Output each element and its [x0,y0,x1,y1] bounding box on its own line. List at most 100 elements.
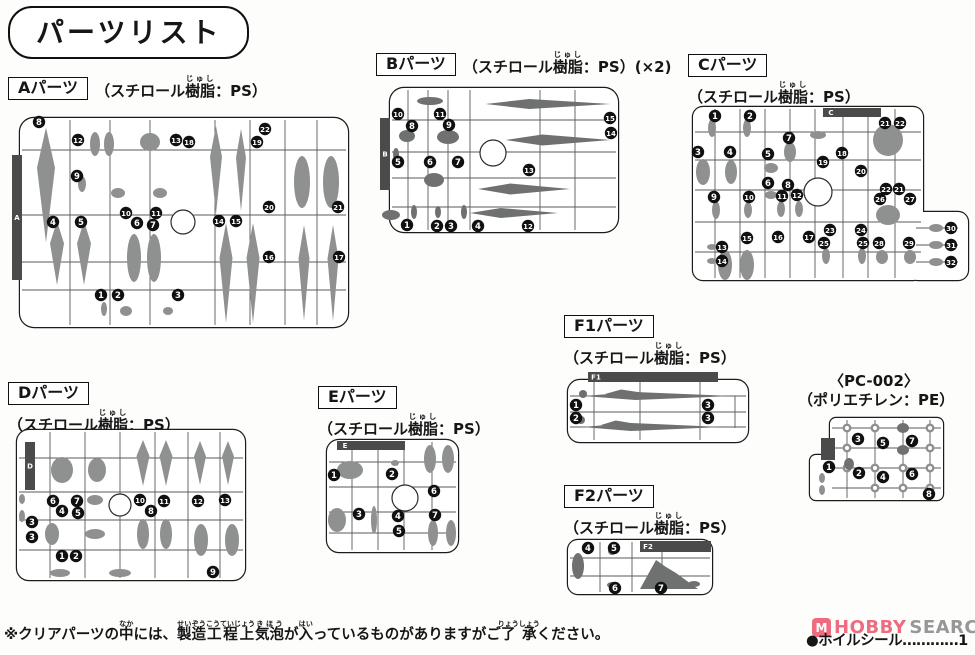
svg-text:6: 6 [134,219,140,229]
part-number-marker: 3 [25,515,39,529]
svg-text:5: 5 [395,158,401,168]
svg-text:9: 9 [74,172,80,182]
svg-text:10: 10 [744,194,754,202]
part-number-marker: 7 [782,131,796,145]
part-number-marker: 6 [130,216,144,230]
svg-text:4: 4 [59,507,65,517]
svg-text:10: 10 [393,111,403,119]
part-number-marker: 5 [391,155,405,169]
svg-text:5: 5 [880,439,886,449]
part-number-marker: 28 [872,236,886,250]
part-number-marker: 9 [442,118,456,132]
svg-text:D: D [27,463,33,471]
section-f1-label: F1パーツ [564,315,654,338]
svg-text:3: 3 [705,401,711,411]
svg-text:12: 12 [73,137,83,145]
svg-text:1: 1 [331,471,337,481]
svg-text:7: 7 [432,511,438,521]
section-a-label: Aパーツ [8,77,89,101]
svg-text:1: 1 [59,552,65,562]
svg-text:4: 4 [585,544,591,554]
svg-text:9: 9 [711,193,717,203]
part-number-marker: 3 [851,432,865,446]
section-f2-label: F2パーツ [564,485,654,508]
svg-text:30: 30 [946,225,956,233]
svg-text:4: 4 [395,512,401,522]
section-header-f1: F1パーツ （スチロール樹脂じゅし：PS） [564,315,736,367]
part-number-marker: 22 [258,122,272,136]
part-number-marker: 20 [854,164,868,178]
svg-text:29: 29 [904,240,914,248]
page-title: パーツリスト [8,6,250,59]
svg-text:14: 14 [606,130,616,138]
part-number-marker: 32 [944,255,958,269]
part-number-marker: 7 [428,508,442,522]
svg-text:3: 3 [29,533,35,543]
part-number-marker: 1 [94,288,108,302]
svg-text:1: 1 [826,463,832,473]
section-a-material: （スチロール樹脂じゅし：PS） [95,74,267,100]
svg-text:22: 22 [881,186,891,194]
svg-text:6: 6 [50,497,56,507]
part-number-marker: 8 [922,487,936,501]
part-number-marker: 9 [70,169,84,183]
svg-text:20: 20 [264,204,274,212]
svg-text:7: 7 [150,221,156,231]
part-number-marker: 1 [569,398,583,412]
part-number-marker: 1 [822,460,836,474]
svg-text:3: 3 [175,291,181,301]
svg-text:4: 4 [50,218,56,228]
part-number-marker: 29 [902,236,916,250]
svg-text:7: 7 [74,497,80,507]
svg-text:14: 14 [717,258,727,266]
svg-text:6: 6 [909,470,915,480]
svg-text:26: 26 [875,196,885,204]
part-number-marker: 10 [742,190,756,204]
svg-text:9: 9 [446,121,452,131]
section-e-material: （スチロール樹脂じゅし：PS） [318,412,490,438]
svg-text:5: 5 [78,218,84,228]
svg-text:5: 5 [75,509,81,519]
part-number-marker: 6 [427,484,441,498]
svg-text:22: 22 [895,120,905,128]
section-d-label: Dパーツ [8,382,89,405]
svg-text:2: 2 [389,470,395,480]
part-number-marker: 7 [146,218,160,232]
part-number-marker: 14 [715,254,729,268]
runner-e-letter-tab [337,441,405,450]
svg-text:3: 3 [705,414,711,424]
svg-text:8: 8 [148,507,154,517]
svg-text:9: 9 [210,568,216,578]
part-number-marker: 15 [603,111,617,125]
part-number-marker: 26 [873,192,887,206]
svg-text:13: 13 [717,244,727,252]
svg-text:1: 1 [98,291,104,301]
part-number-marker: 10 [391,107,405,121]
part-number-marker: 6 [761,176,775,190]
svg-text:3: 3 [29,518,35,528]
section-header-e: Eパーツ （スチロール樹脂じゅし：PS） [318,386,490,438]
svg-text:13: 13 [171,137,181,145]
runner-f2-letter-tab [640,541,711,552]
section-header-a: Aパーツ （スチロール樹脂じゅし：PS） [8,74,267,101]
svg-text:F2: F2 [643,543,653,551]
svg-text:E: E [343,442,348,450]
part-number-marker: 25 [856,236,870,250]
part-number-marker: 31 [944,238,958,252]
part-number-marker: 12 [790,188,804,202]
part-number-marker: 27 [903,192,917,206]
svg-text:8: 8 [36,118,42,128]
svg-text:19: 19 [252,139,262,147]
part-number-marker: 4 [581,541,595,555]
part-number-marker: 2 [743,109,757,123]
svg-text:5: 5 [765,150,771,160]
svg-text:7: 7 [455,158,461,168]
svg-text:15: 15 [742,235,752,243]
bullet-icon: ● [806,633,819,649]
svg-text:5: 5 [611,544,617,554]
